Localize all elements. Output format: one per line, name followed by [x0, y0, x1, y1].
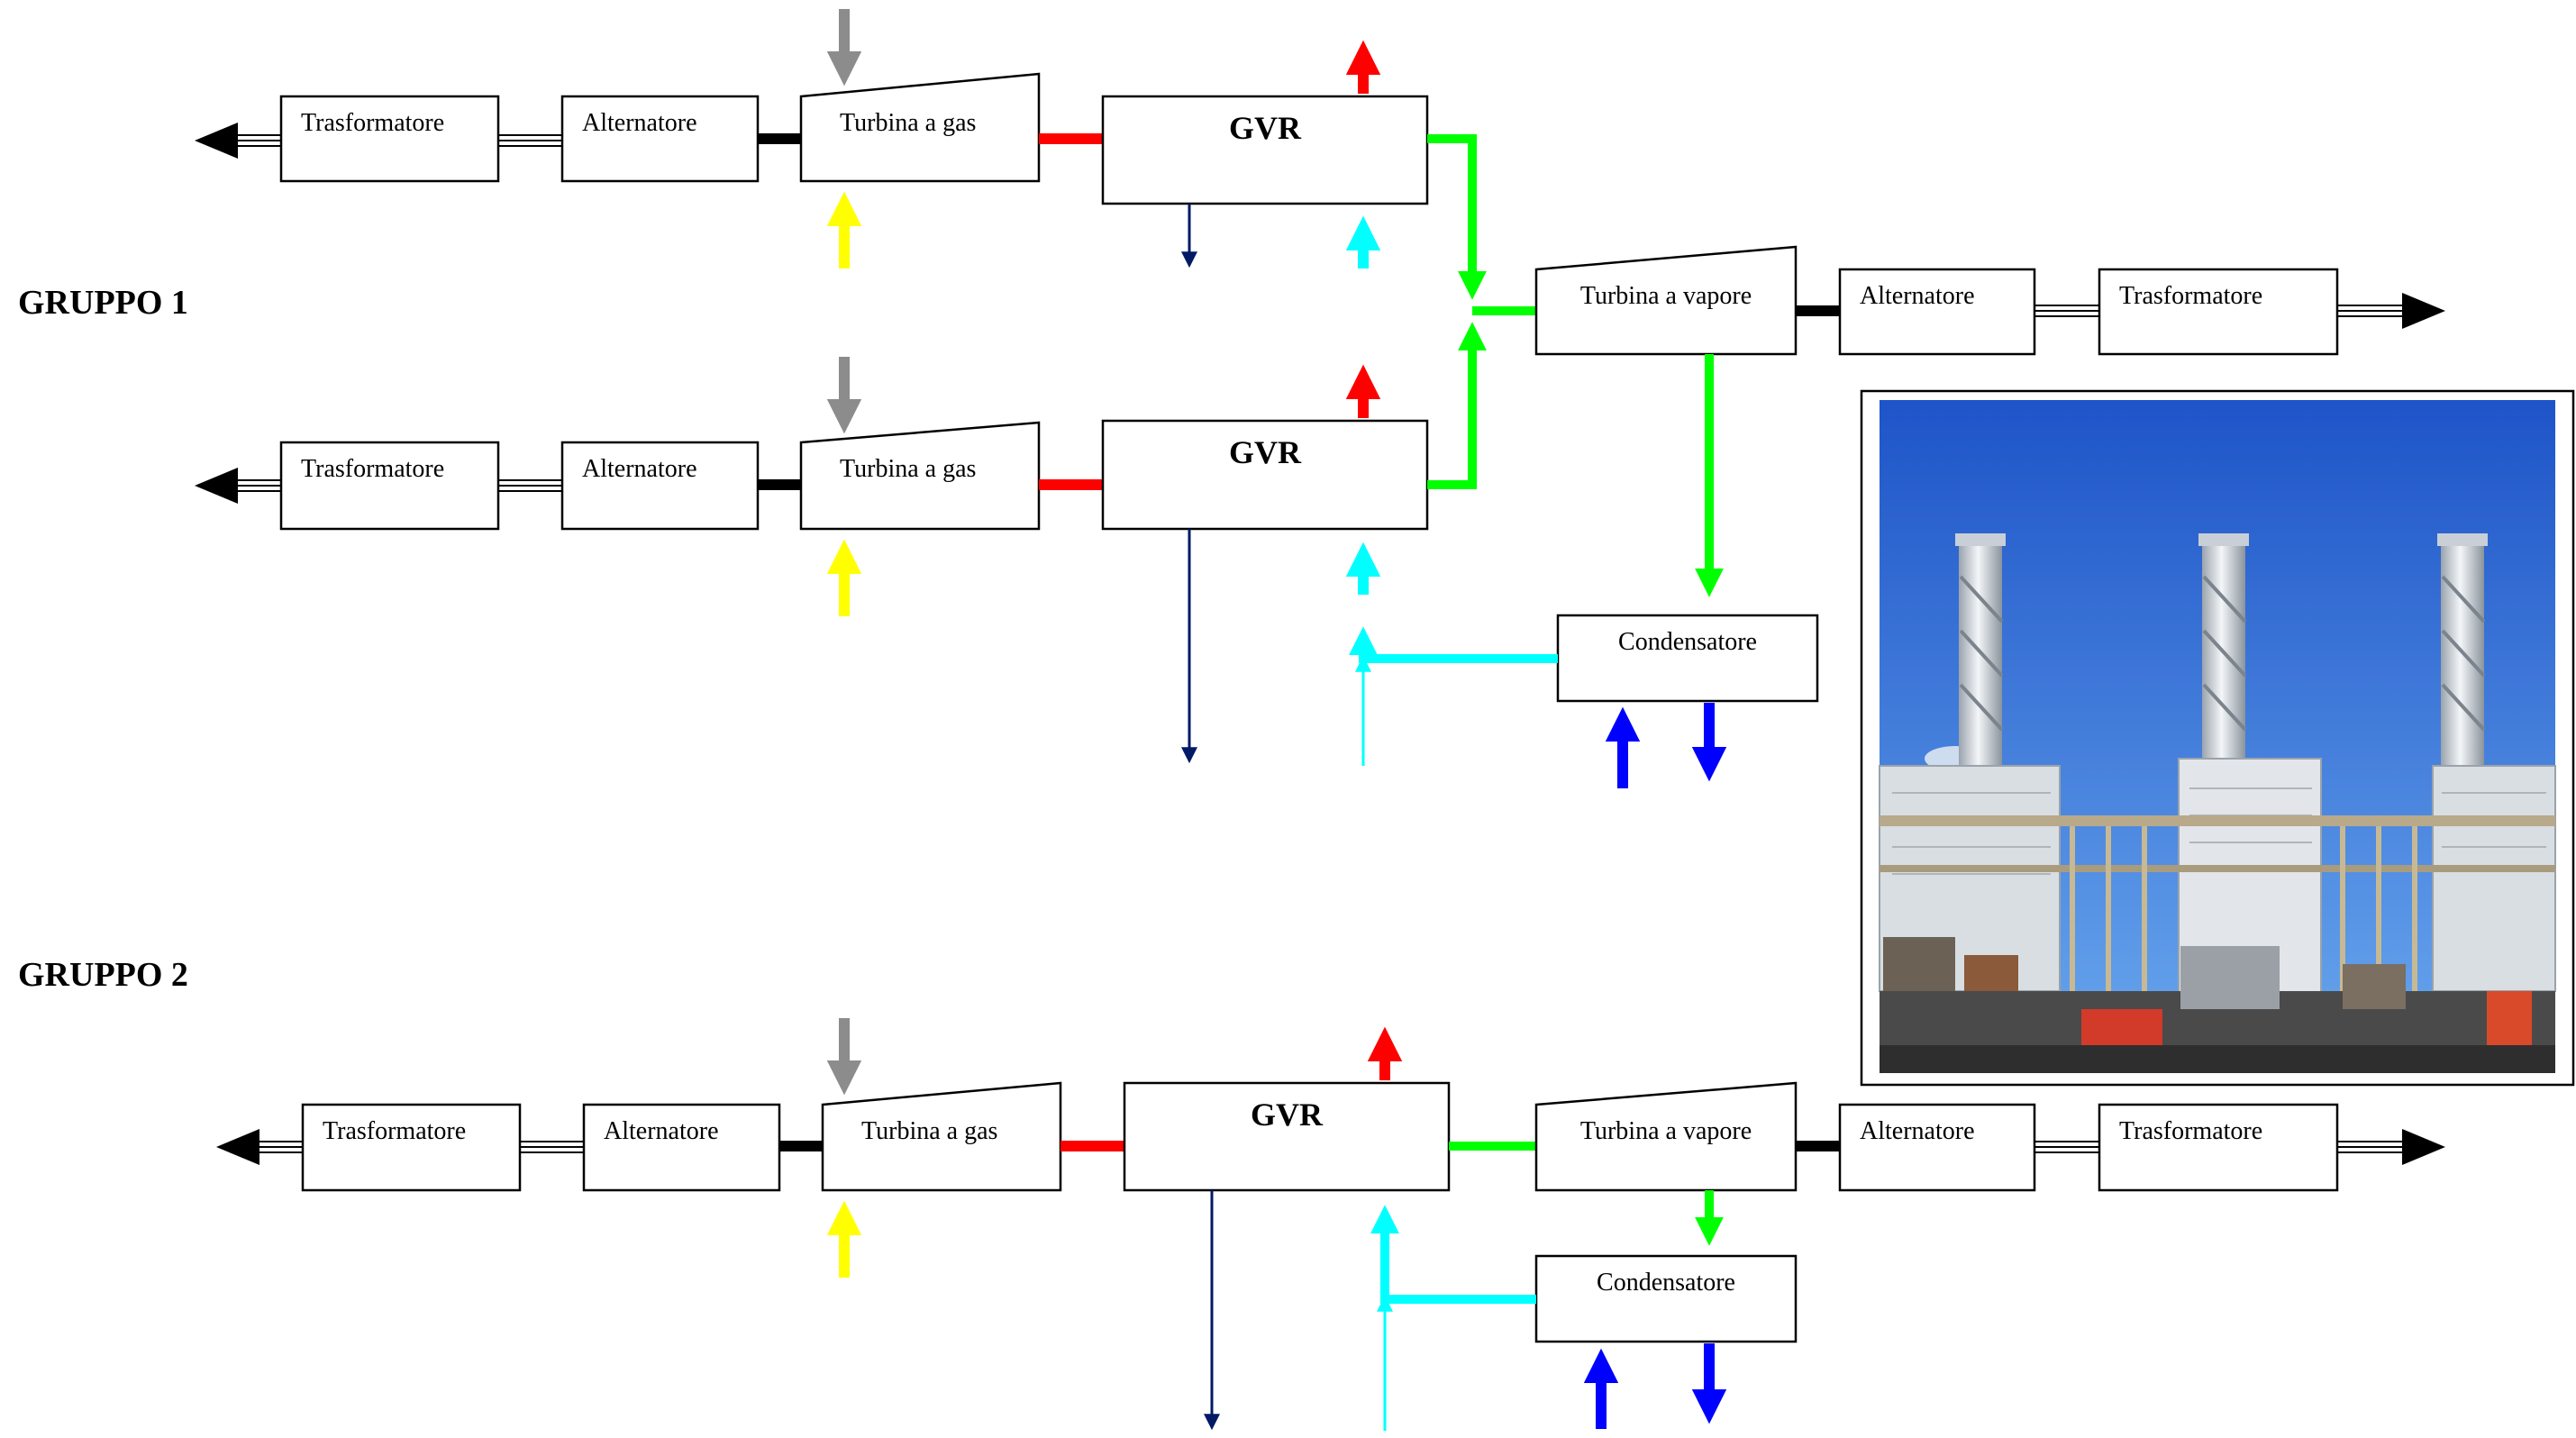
trasformatore-label: Trasformatore: [2119, 1117, 2262, 1145]
alternatore-box: [1838, 1103, 2036, 1192]
power-output-arrow: [216, 1129, 259, 1165]
alternatore-label: Alternatore: [582, 455, 697, 483]
group1-train-b: Trasformatore Alternatore Turbina a gas …: [195, 357, 1429, 764]
alternatore-box: [1838, 268, 2036, 356]
alternatore-box: [560, 441, 760, 531]
gvr-label: GVR: [1229, 110, 1302, 146]
power-output-arrow: [2402, 293, 2445, 329]
trasformatore-box: [279, 95, 500, 183]
trasformatore-box: [2098, 1103, 2339, 1192]
condensatore-box: [1534, 1254, 1798, 1343]
turbina-vapore-label: Turbina a vapore: [1580, 282, 1752, 310]
group-2-label: GRUPPO 2: [18, 956, 188, 994]
gvr-box: [1123, 1081, 1451, 1192]
trasformatore-label: Trasformatore: [301, 109, 444, 137]
turbina-gas-label: Turbina a gas: [861, 1117, 997, 1145]
group1-train-a: Trasformatore Alternatore Turbina a gas …: [195, 9, 1429, 268]
alternatore-label: Alternatore: [582, 109, 697, 137]
alternatore-label: Alternatore: [1860, 1117, 1975, 1145]
trasformatore-box: [279, 441, 500, 531]
trasformatore-box: [2098, 268, 2339, 356]
turbina-gas-box: [821, 1081, 1062, 1192]
turbina-gas-label: Turbina a gas: [840, 455, 976, 483]
power-output-arrow: [195, 123, 238, 159]
steam-line: [1427, 322, 1488, 489]
gvr-box: [1101, 419, 1429, 531]
steam-line: [1427, 134, 1488, 300]
gvr-label: GVR: [1251, 1097, 1324, 1133]
exhaust-stack-3: [2437, 533, 2488, 768]
turbina-gas-box: [799, 72, 1041, 183]
power-output-arrow: [195, 468, 238, 504]
alternatore-box: [582, 1103, 781, 1192]
turbina-gas-box: [799, 421, 1041, 531]
power-plant-photo: [1860, 389, 2575, 1087]
alternatore-label: Alternatore: [604, 1117, 719, 1145]
condensatore-box: [1556, 614, 1819, 703]
turbina-vapore-label: Turbina a vapore: [1580, 1117, 1752, 1145]
exhaust-stack-1: [1955, 533, 2006, 768]
group1-steam-side: Turbina a vapore Alternatore Trasformato…: [1348, 134, 2445, 788]
turbina-vapore-box: [1534, 1081, 1798, 1192]
group-1-label: GRUPPO 1: [18, 284, 188, 322]
alternatore-label: Alternatore: [1860, 282, 1975, 310]
power-output-arrow: [2402, 1129, 2445, 1165]
exhaust-stack-2: [2198, 533, 2249, 768]
turbina-vapore-box: [1534, 245, 1798, 356]
gvr-box: [1101, 95, 1429, 205]
trasformatore-label: Trasformatore: [2119, 282, 2262, 310]
turbina-gas-label: Turbina a gas: [840, 109, 976, 137]
condensatore-label: Condensatore: [1618, 628, 1757, 656]
gvr-label: GVR: [1229, 434, 1302, 470]
trasformatore-label: Trasformatore: [301, 455, 444, 483]
trasformatore-label: Trasformatore: [323, 1117, 466, 1145]
group2-train: Trasformatore Alternatore Turbina a gas …: [216, 1018, 2445, 1431]
condensatore-label: Condensatore: [1597, 1269, 1735, 1297]
